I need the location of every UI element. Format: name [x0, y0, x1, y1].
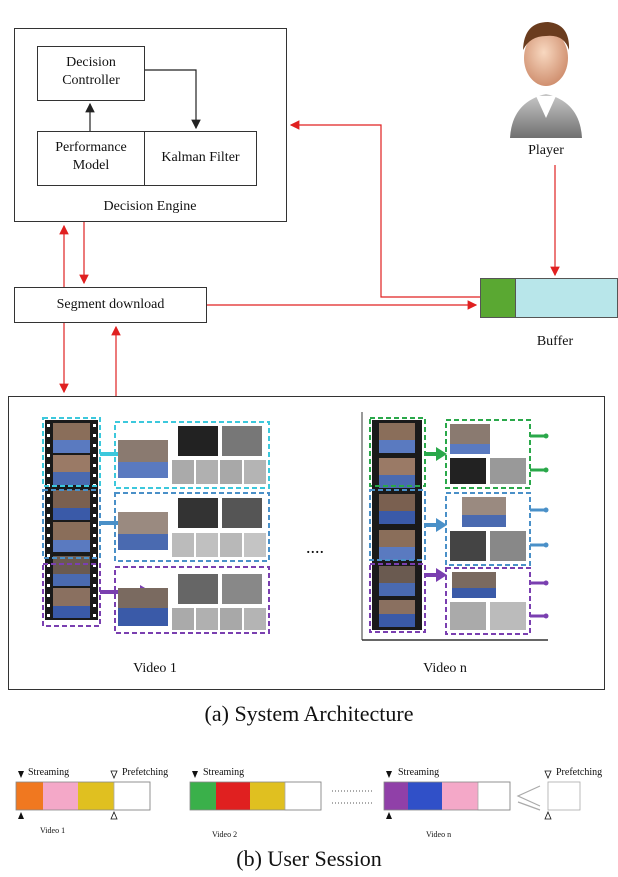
- player-label: Player: [528, 143, 564, 158]
- buffer-label: Buffer: [536, 334, 574, 349]
- session-1-streaming-label: Streaming: [28, 767, 70, 778]
- performance-model-label: Performance Model: [55, 140, 127, 173]
- caption-system-architecture: (a) System Architecture: [204, 701, 414, 726]
- performance-model-box: [37, 131, 145, 186]
- segment-download-box: [14, 287, 207, 323]
- session-2-video-label: Video 2: [212, 830, 238, 839]
- player-icon: [506, 6, 586, 140]
- caption-user-session: (b) User Session: [236, 846, 382, 871]
- session-n-streaming-label: Streaming: [398, 767, 440, 778]
- buffer-empty: [515, 278, 618, 318]
- segment-download-label: Segment download: [56, 297, 165, 312]
- session-1-prefetching-label: Prefetching: [122, 767, 169, 778]
- session-1-video-label: Video 1: [40, 826, 66, 835]
- decision-engine-label: Decision Engine: [103, 199, 197, 214]
- session-n-video-label: Video n: [426, 830, 452, 839]
- video-1-label: Video 1: [133, 661, 177, 676]
- session-2-streaming-label: Streaming: [203, 767, 245, 778]
- kalman-filter-label: Kalman Filter: [161, 150, 240, 165]
- session-n-prefetching-label: Prefetching: [556, 767, 603, 778]
- decision-controller-box: [37, 46, 145, 101]
- decision-controller-label: Decision Controller: [62, 55, 120, 88]
- video-n-label: Video n: [423, 661, 467, 676]
- ellipsis-label: ....: [306, 537, 324, 557]
- kalman-filter-box: [144, 131, 257, 186]
